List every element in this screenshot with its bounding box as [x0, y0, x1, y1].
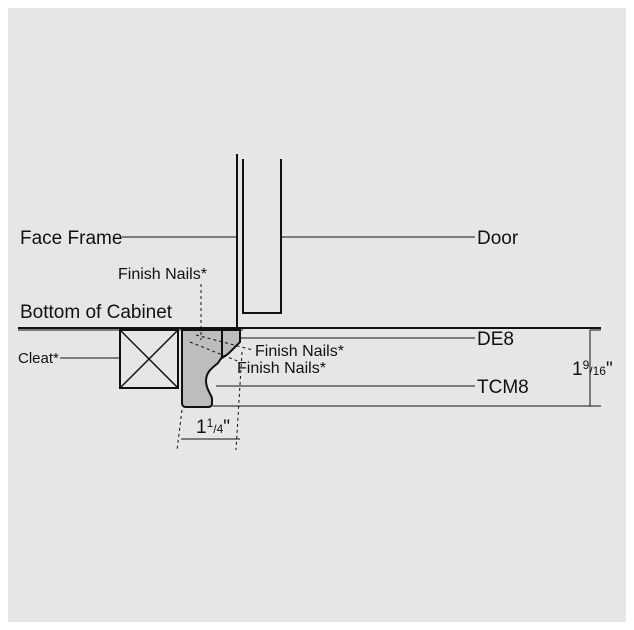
- finish-nails-mid-label: Finish Nails*: [255, 343, 344, 360]
- height-dimension: [213, 329, 601, 407]
- width-dimension: [176, 351, 243, 451]
- cleat-label: Cleat*: [18, 350, 59, 367]
- finish-nail-low-dashed: [189, 341, 241, 363]
- width-dimension-label: 11/4": [196, 416, 230, 438]
- height-dimension-label: 19/16": [572, 358, 613, 380]
- bottom-of-cabinet-label: Bottom of Cabinet: [20, 302, 173, 323]
- finish-nails-low-label: Finish Nails*: [237, 360, 326, 377]
- door-label: Door: [477, 228, 519, 249]
- tcm8-molding: [181, 329, 223, 408]
- finish-nails-top-label: Finish Nails*: [118, 266, 207, 283]
- cleat-block: [119, 329, 179, 389]
- tcm8-label: TCM8: [477, 377, 529, 398]
- de8-label: DE8: [477, 329, 514, 350]
- door-outline: [242, 159, 282, 314]
- face-frame-label: Face Frame: [20, 228, 122, 249]
- finish-nail-mid-dashed: [195, 334, 254, 351]
- background-panel: [8, 8, 626, 622]
